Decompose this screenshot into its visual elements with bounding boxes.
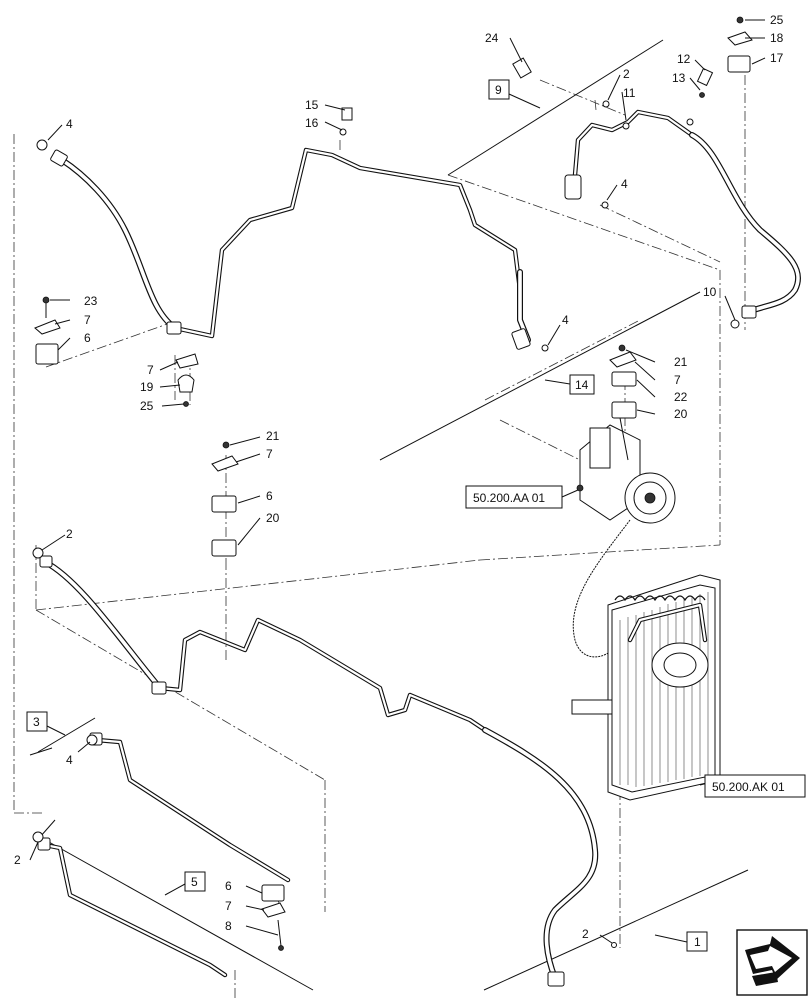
callout-2-mid-left: 2 bbox=[66, 527, 73, 541]
construction-lines bbox=[13, 75, 746, 1000]
reference-50-200-ak-01[interactable]: 50.200.AK 01 bbox=[704, 774, 806, 798]
callout-numbers: 25 18 17 24 2 12 13 11 15 16 4 4 23 7 6 … bbox=[14, 13, 784, 941]
lower-hose-line bbox=[39, 555, 599, 987]
callout-6-mid: 6 bbox=[266, 489, 273, 503]
callout-20-right: 20 bbox=[674, 407, 688, 421]
callout-7-left: 7 bbox=[84, 313, 91, 327]
callout-10: 10 bbox=[703, 285, 717, 299]
svg-text:50.200.AK 01: 50.200.AK 01 bbox=[712, 780, 785, 794]
callout-17: 17 bbox=[770, 51, 784, 65]
callout-7-mid: 7 bbox=[147, 363, 154, 377]
hardware-parts bbox=[32, 16, 753, 951]
callout-4-top-left: 4 bbox=[66, 117, 73, 131]
svg-text:14: 14 bbox=[575, 378, 589, 392]
tube-5 bbox=[37, 837, 228, 978]
callout-25-left: 25 bbox=[140, 399, 154, 413]
svg-text:5: 5 bbox=[191, 875, 198, 889]
callout-7-bottom: 7 bbox=[225, 899, 232, 913]
callout-4-center: 4 bbox=[562, 313, 569, 327]
boxed-label-1: 1 bbox=[654, 931, 708, 952]
callout-24: 24 bbox=[485, 31, 499, 45]
callout-20-mid: 20 bbox=[266, 511, 280, 525]
svg-text:3: 3 bbox=[33, 715, 40, 729]
upper-right-hose bbox=[564, 109, 802, 319]
callout-8: 8 bbox=[225, 919, 232, 933]
callout-21-right: 21 bbox=[674, 355, 688, 369]
callout-22: 22 bbox=[674, 390, 688, 404]
arrow-next-icon[interactable] bbox=[736, 929, 808, 996]
svg-text:9: 9 bbox=[495, 83, 502, 97]
compressor-illustration bbox=[572, 417, 676, 658]
callout-18: 18 bbox=[770, 31, 784, 45]
callout-15: 15 bbox=[305, 98, 319, 112]
callout-4-right: 4 bbox=[621, 177, 628, 191]
boxed-label-9: 9 bbox=[488, 79, 541, 109]
reference-boxes: 50.200.AA 01 50.200.AK 01 bbox=[465, 485, 806, 798]
callout-21-mid: 21 bbox=[266, 429, 280, 443]
callout-12: 12 bbox=[677, 52, 691, 66]
callout-7-mid-clamp: 7 bbox=[266, 447, 273, 461]
callout-6-left: 6 bbox=[84, 331, 91, 345]
condenser-illustration bbox=[571, 574, 721, 801]
boxed-label-5: 5 bbox=[164, 871, 206, 896]
callout-23: 23 bbox=[84, 294, 98, 308]
tube-3 bbox=[89, 732, 291, 883]
svg-text:50.200.AA 01: 50.200.AA 01 bbox=[473, 491, 545, 505]
upper-hose-line bbox=[50, 147, 531, 350]
boxed-labels: 9 14 3 5 1 bbox=[26, 79, 708, 952]
boxed-label-14: 14 bbox=[544, 374, 595, 395]
reference-50-200-aa-01[interactable]: 50.200.AA 01 bbox=[465, 485, 563, 509]
callout-2-bottom-right: 2 bbox=[582, 927, 589, 941]
callout-2-bottom-left: 2 bbox=[14, 853, 21, 867]
svg-text:1: 1 bbox=[694, 935, 701, 949]
callout-6-bottom: 6 bbox=[225, 879, 232, 893]
callout-7-right: 7 bbox=[674, 373, 681, 387]
callout-19: 19 bbox=[140, 380, 154, 394]
leader-lines bbox=[29, 19, 766, 944]
callout-2-upper: 2 bbox=[623, 67, 630, 81]
callout-25-top: 25 bbox=[770, 13, 784, 27]
callout-11: 11 bbox=[623, 86, 636, 100]
callout-16: 16 bbox=[305, 116, 319, 130]
callout-13: 13 bbox=[672, 71, 686, 85]
boxed-label-3: 3 bbox=[26, 711, 66, 736]
callout-4-lower: 4 bbox=[66, 753, 73, 767]
